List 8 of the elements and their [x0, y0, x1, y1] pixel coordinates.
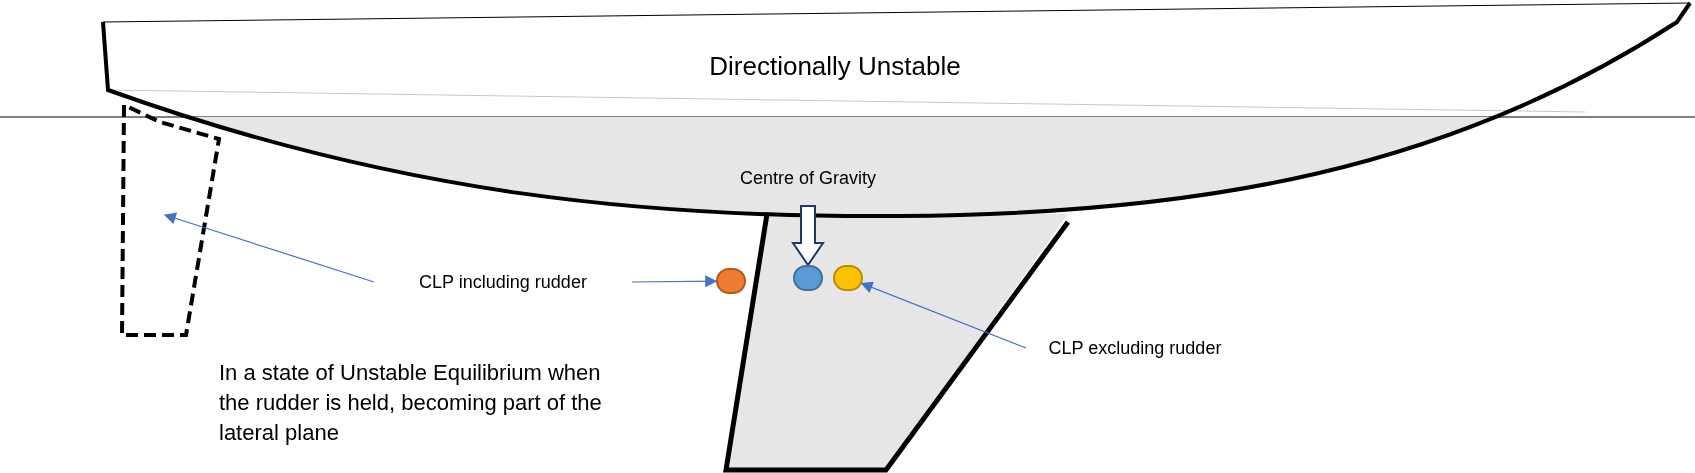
arrow — [163, 212, 375, 283]
callout-label: CLP excluding rudder — [1030, 336, 1240, 360]
callout-label: Centre of Gravity — [708, 166, 908, 190]
arrow — [631, 275, 718, 288]
hollow-arrow — [791, 205, 825, 267]
callout-label: CLP including rudder — [378, 270, 628, 294]
diagram-title: Directionally Unstable — [708, 50, 962, 83]
note-text: In a state of Unstable Equilibrium when the rudder is held, becoming part of the lateral plane — [219, 359, 603, 447]
